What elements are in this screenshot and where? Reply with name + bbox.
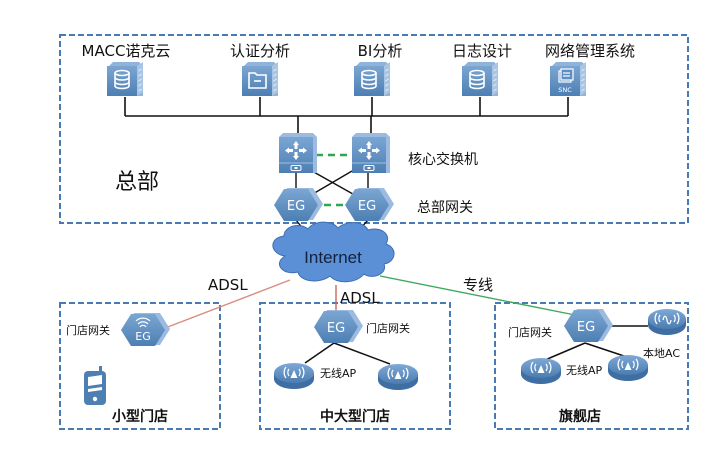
- server-bi-analysis[interactable]: [353, 61, 391, 97]
- hq-gateway-1[interactable]: EG: [274, 188, 323, 221]
- server-label-log-design: 日志设计: [452, 42, 512, 60]
- flagship-gateway-text: EG: [577, 320, 595, 335]
- server-label-bi-analysis: BI分析: [358, 42, 403, 60]
- mid-store-frame: [259, 302, 451, 430]
- leased-link-flagship: [379, 275, 576, 316]
- internet-cloud[interactable]: [272, 221, 395, 283]
- headquarters-frame: [59, 34, 689, 224]
- flagship-gateway[interactable]: EG: [564, 309, 613, 342]
- headquarters-title: 总部: [115, 170, 159, 195]
- small-store-gateway[interactable]: EG: [121, 313, 170, 346]
- server-label-macc: MACC诺克云: [82, 42, 171, 60]
- small-store-gateway-label: 门店网关: [66, 323, 110, 337]
- mid-store-ap-2[interactable]: [377, 363, 419, 391]
- hq-gateway-1-text: EG: [287, 199, 305, 214]
- small-store-gateway-text: EG: [135, 330, 150, 343]
- server-label-network-management: 网络管理系统: [545, 42, 635, 60]
- flagship-ap-2[interactable]: [607, 354, 649, 382]
- server-network-management[interactable]: SNC: [549, 61, 587, 97]
- hq-gateway-2[interactable]: EG: [345, 188, 394, 221]
- core-switch-2[interactable]: [351, 132, 391, 174]
- flagship-store-title: 旗舰店: [559, 408, 601, 425]
- ac-signal-icon: [654, 312, 680, 325]
- server-auth-analysis[interactable]: [241, 61, 279, 97]
- hq-gateway-2-text: EG: [358, 199, 376, 214]
- mid-store-gateway-text: EG: [327, 321, 345, 336]
- flagship-local-ac[interactable]: [648, 309, 686, 335]
- mid-store-gateway[interactable]: EG: [314, 310, 363, 343]
- hq-gateway-label: 总部网关: [417, 200, 473, 216]
- snc-icon: [558, 68, 574, 83]
- flagship-ap-label: 无线AP: [566, 363, 603, 377]
- flagship-ap-1[interactable]: [520, 357, 562, 385]
- folder-icon: [248, 72, 267, 89]
- flagship-store-frame: [494, 302, 689, 430]
- server-log-design[interactable]: [461, 61, 499, 97]
- core-switch-1[interactable]: [278, 132, 318, 174]
- core-switch-label: 核心交换机: [408, 151, 478, 168]
- adsl-label-small-store: ADSL: [208, 276, 248, 294]
- flagship-ac-label: 本地AC: [643, 346, 680, 360]
- mid-store-ap-1[interactable]: [273, 362, 315, 390]
- mobile-terminal-icon: [84, 366, 106, 405]
- mid-store-title: 中大型门店: [320, 408, 390, 425]
- snc-badge: SNC: [558, 86, 572, 94]
- hq-server-bus: [124, 97, 569, 133]
- mid-store-ap-links: [304, 342, 391, 365]
- server-label-auth-analysis: 认证分析: [230, 42, 290, 60]
- small-store-title: 小型门店: [112, 408, 168, 425]
- mid-store-gateway-label: 门店网关: [366, 321, 410, 335]
- adsl-link-small-store: [159, 279, 291, 331]
- internet-label: Internet: [304, 248, 362, 267]
- server-macc[interactable]: [106, 61, 144, 97]
- wifi-icon: [135, 317, 151, 328]
- leased-line-label: 专线: [463, 276, 493, 294]
- small-store-frame: [59, 302, 221, 430]
- flagship-gateway-label: 门店网关: [508, 325, 552, 339]
- mid-store-ap-label: 无线AP: [320, 366, 357, 380]
- adsl-label-mid-store: ADSL: [340, 289, 380, 307]
